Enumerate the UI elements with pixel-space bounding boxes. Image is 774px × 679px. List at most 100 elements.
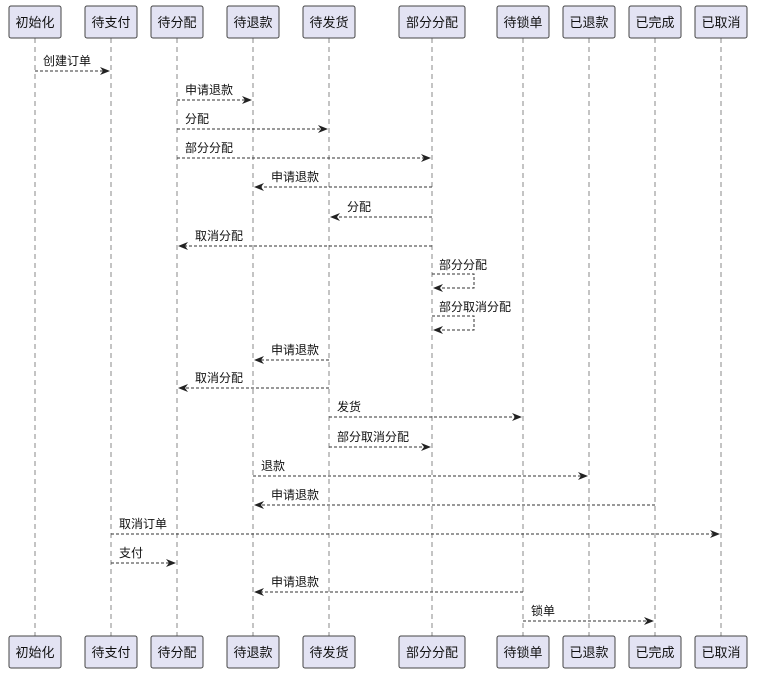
arrow-head (254, 183, 264, 191)
participant-box (84, 635, 138, 669)
participant-label: 待发货 (309, 645, 348, 661)
arrow-head (318, 125, 328, 133)
message-label: 申请退款 (271, 170, 319, 184)
participant-top-partial_alloc: 部分分配 (398, 5, 466, 39)
participant-label: 已退款 (569, 646, 608, 661)
participant-top-pending_alloc: 待分配 (150, 5, 204, 39)
participant-label: 已取消 (701, 646, 740, 661)
participant-label: 部分分配 (406, 646, 458, 661)
participant-bottom-pending_ship: 待发货 (302, 635, 356, 669)
participants-top: 初始化 待支付 待分配 待退款 待发货 部分分配 待锁单 已退款 已完成已取消 (8, 5, 748, 39)
participants-bottom: 初始化待支付待分配待退款待发货部分分配待锁单已退款已完成已取消 (8, 635, 748, 669)
participant-top-init: 初始化 (8, 5, 62, 39)
message-arrow: 分配 (330, 200, 432, 221)
message-arrow: 申请退款 (254, 575, 523, 596)
participant-box (628, 635, 682, 669)
arrow-head (178, 242, 188, 250)
arrow-head (710, 530, 720, 538)
participant-box (628, 5, 682, 39)
participant-label: 初始化 (15, 16, 54, 31)
message-arrow: 锁单 (523, 603, 654, 625)
participant-label: 待发货 (309, 15, 348, 31)
participant-label: 待分配 (157, 646, 196, 661)
participant-box (226, 5, 280, 39)
message-label: 分配 (347, 200, 371, 214)
participant-label: 部分分配 (406, 16, 458, 31)
message-arrow: 分配 (177, 112, 328, 133)
participant-box (302, 5, 356, 39)
participant-box (694, 635, 748, 669)
participant-bottom-completed: 已完成 (628, 635, 682, 669)
participant-top-pending_pay: 待支付 (84, 5, 138, 39)
participant-box (496, 5, 550, 39)
message-label: 锁单 (531, 603, 555, 618)
message-arrow: 创建订单 (35, 54, 110, 75)
participant-bottom-cancelled: 已取消 (694, 635, 748, 669)
messages: 创建订单申请退款分配部分分配申请退款分配取消分配部分分配部分取消分配申请退款取消… (35, 54, 720, 625)
arrow-head (421, 443, 431, 451)
message-line (432, 273, 475, 289)
participant-box (496, 635, 550, 669)
arrow-head (421, 154, 431, 162)
participant-top-pending_refund: 待退款 (226, 5, 280, 39)
participant-top-cancelled: 已取消 (694, 5, 748, 39)
participant-label: 初始化 (15, 646, 54, 661)
participant-label: 已退款 (569, 16, 608, 31)
message-label: 部分取消分配 (439, 299, 511, 314)
message-arrow: 部分取消分配 (329, 429, 431, 451)
arrow-head (433, 284, 443, 292)
message-arrow: 发货 (329, 399, 522, 421)
message-arrow: 支付 (111, 546, 176, 567)
participant-bottom-init: 初始化 (8, 635, 62, 669)
participant-box (150, 5, 204, 39)
message-label: 部分分配 (185, 140, 233, 155)
message-label: 申请退款 (271, 488, 319, 502)
message-arrow: 部分分配 (432, 257, 487, 292)
participant-box (562, 635, 616, 669)
message-arrow: 申请退款 (254, 170, 432, 191)
arrow-head (254, 356, 264, 364)
message-label: 退款 (261, 459, 285, 473)
arrow-head (242, 96, 252, 104)
message-label: 取消订单 (119, 517, 167, 531)
participant-top-completed: 已完成 (628, 5, 682, 39)
participant-label: 待退款 (233, 16, 272, 31)
arrow-head (330, 213, 340, 221)
participant-label: 待锁单 (503, 645, 542, 661)
participant-label: 待锁单 (503, 15, 542, 31)
message-arrow: 申请退款 (254, 488, 655, 509)
participant-top-pending_ship: 待发货 (302, 5, 356, 39)
arrow-head (100, 67, 110, 75)
participant-label: 待分配 (157, 16, 196, 31)
participant-label: 已完成 (635, 646, 674, 661)
message-arrow: 申请退款 (254, 343, 329, 364)
participant-top-refunded: 已退款 (562, 5, 616, 39)
arrow-head (166, 559, 176, 567)
message-label: 部分取消分配 (337, 429, 409, 444)
participant-bottom-pending_refund: 待退款 (226, 635, 280, 669)
participant-top-pending_lock: 待锁单 (496, 5, 550, 39)
arrow-head (254, 588, 264, 596)
participant-bottom-partial_alloc: 部分分配 (398, 635, 466, 669)
participant-box (226, 635, 280, 669)
message-arrow: 取消分配 (178, 371, 329, 392)
participant-box (398, 635, 466, 669)
message-label: 创建订单 (43, 54, 91, 68)
message-label: 分配 (185, 112, 209, 126)
message-label: 取消分配 (195, 371, 243, 385)
lifelines (34, 38, 722, 636)
arrow-head (578, 472, 588, 480)
participant-label: 待退款 (233, 646, 272, 661)
participant-box (398, 5, 466, 39)
participant-box (562, 5, 616, 39)
participant-box (8, 635, 62, 669)
message-arrow: 取消订单 (111, 517, 720, 538)
message-label: 申请退款 (185, 83, 233, 97)
message-arrow: 部分取消分配 (432, 299, 511, 334)
arrow-head (512, 413, 522, 421)
message-label: 取消分配 (195, 229, 243, 243)
message-arrow: 部分分配 (177, 140, 431, 162)
message-arrow: 申请退款 (177, 83, 252, 104)
message-label: 部分分配 (439, 257, 487, 272)
participant-box (84, 5, 138, 39)
